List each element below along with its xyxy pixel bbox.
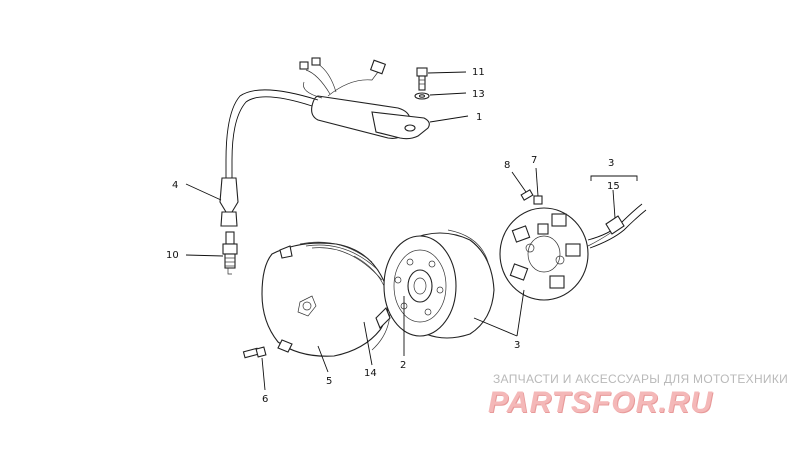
leader-lines xyxy=(185,71,638,391)
callout-13: 13 xyxy=(472,89,485,100)
stator-plate xyxy=(499,207,613,301)
callout-4: 4 xyxy=(172,180,178,191)
watermark-brand[interactable]: PARTSFOR.RU xyxy=(488,386,713,419)
magneto-cover xyxy=(261,241,391,357)
callout-labels: 1 2 3 3 4 5 6 7 8 10 11 13 14 15 xyxy=(166,67,620,405)
callout-10: 10 xyxy=(166,250,179,261)
callout-7: 7 xyxy=(531,155,537,166)
callout-5: 5 xyxy=(326,376,332,387)
cover-screw xyxy=(242,346,267,359)
stator-cable xyxy=(587,203,647,249)
stator-screws xyxy=(520,189,543,205)
coil-bolt xyxy=(416,67,428,91)
ignition-coil xyxy=(299,57,430,140)
ht-lead xyxy=(225,89,319,178)
callout-15: 15 xyxy=(607,181,620,192)
callout-3-stator: 3 xyxy=(608,158,614,169)
callout-1: 1 xyxy=(476,112,482,123)
spark-plug-cap xyxy=(219,177,239,227)
callout-6: 6 xyxy=(262,394,268,405)
callout-3-rotor: 3 xyxy=(514,340,520,351)
callout-11: 11 xyxy=(472,67,485,78)
callout-8: 8 xyxy=(504,160,510,171)
watermark-tagline: ЗАПЧАСТИ И АКСЕССУАРЫ ДЛЯ МОТОТЕХНИКИ xyxy=(493,372,789,386)
callout-2: 2 xyxy=(400,360,406,371)
flywheel-rotor xyxy=(383,229,495,339)
coil-washer xyxy=(414,92,430,100)
callout-14: 14 xyxy=(364,368,377,379)
spark-plug xyxy=(222,231,238,275)
